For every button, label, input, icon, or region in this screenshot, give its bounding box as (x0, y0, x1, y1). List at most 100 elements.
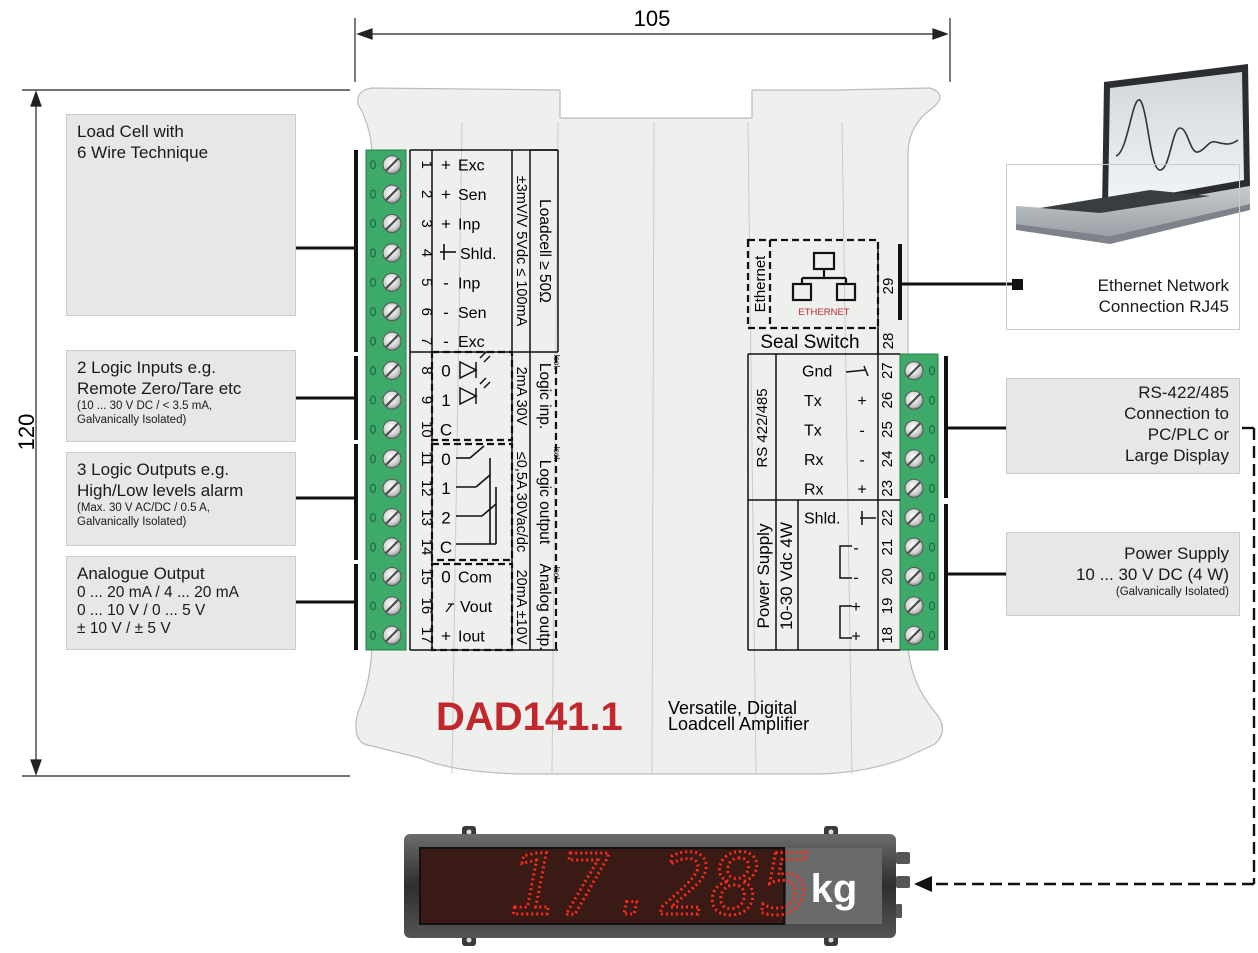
analogue-output-box: Analogue Output 0 ... 20 mA / 4 ... 20 m… (66, 556, 296, 650)
ethernet-box-title-2: Connection RJ45 (1098, 297, 1229, 316)
logic-inputs-note-1: (10 ... 30 V DC / < 3.5 mA, (77, 400, 213, 412)
large-display-unit: kg (811, 867, 858, 911)
left-terminal-screw (369, 184, 402, 204)
left-terminal-number: 3 (418, 219, 435, 227)
ethernet-vertical-label: Ethernet (752, 255, 769, 313)
left-terminal-sign: + (441, 185, 451, 204)
right-terminal-number: 25 (879, 421, 896, 438)
left-terminal-number: 10 (418, 421, 435, 438)
terminal-29-number: 29 (880, 278, 897, 295)
right-terminal-label: Rx (804, 452, 824, 469)
group-spec-text: ≤0,5A 30Vac/dc (513, 452, 529, 552)
right-terminal-sign: - (853, 570, 858, 587)
left-terminal-number: 4 (418, 249, 435, 257)
left-terminal-number: 15 (418, 568, 435, 585)
right-terminal-screw (904, 596, 936, 616)
left-terminal-label: Exc (458, 158, 485, 175)
right-terminal-number: 27 (879, 362, 896, 379)
power-group-label-2: 10-30 Vdc 4W (777, 522, 796, 630)
left-terminal-label: Sen (458, 187, 486, 204)
left-terminal-sign: 1 (441, 479, 450, 498)
left-terminal-screw (369, 302, 402, 322)
power-box-title-2: 10 ... 30 V DC (4 W) (1075, 565, 1229, 584)
rs485-box-title-2: Connection to (1124, 404, 1229, 423)
power-box: Power Supply 10 ... 30 V DC (4 W) (Galva… (1006, 532, 1240, 616)
group-name-text: Analog outp. (536, 563, 553, 650)
right-terminal-number: 23 (879, 480, 896, 497)
logic-inputs-title-2: Remote Zero/Tare etc (77, 379, 242, 398)
seal-switch-label: Seal Switch (760, 332, 859, 353)
left-terminal-label: Com (458, 569, 492, 586)
large-display (404, 826, 910, 946)
left-terminal-screw (369, 155, 402, 175)
group-name-text: Logic inp. (536, 363, 553, 429)
right-leader-lines (900, 282, 1016, 576)
logic-outputs-note-1: (Max. 30 V AC/DC / 0.5 A, (77, 502, 210, 514)
analogue-line-1: 0 ... 20 mA / 4 ... 20 mA (77, 584, 239, 601)
display-arrow-head (914, 876, 932, 892)
left-terminal-number: 9 (418, 396, 435, 404)
loadcell-box: Load Cell with 6 Wire Technique (66, 114, 296, 316)
right-terminal-label: Rx (804, 481, 824, 498)
logic-outputs-title-2: High/Low levels alarm (77, 481, 244, 500)
left-terminal-sign: 0 (441, 362, 450, 381)
right-terminal-sign: - (853, 540, 858, 557)
left-leader-lines (284, 246, 356, 604)
analog-output-icon (445, 603, 454, 613)
right-terminal-sign: + (851, 599, 860, 616)
height-dimension-label: 120 (14, 414, 39, 451)
logic-input-led-icon (459, 351, 491, 406)
right-terminal-screw (904, 361, 936, 381)
right-terminal-label: Gnd (802, 364, 832, 381)
width-dimension-label: 105 (634, 6, 671, 31)
left-terminal-sign: 0 (441, 450, 450, 469)
right-terminal-screw (904, 420, 936, 439)
left-dashed-groups (430, 350, 558, 652)
right-terminal-sign: + (851, 628, 860, 645)
left-terminal-number: 16 (418, 598, 435, 615)
analogue-line-3: ± 10 V / ± 5 V (77, 620, 171, 637)
right-terminal-screw (904, 390, 936, 410)
ethernet-box: Ethernet Network Connection RJ45 (1006, 164, 1240, 330)
group-isol-text: Isol. (552, 567, 561, 582)
left-terminal-screw (369, 449, 402, 469)
left-terminal-sign: + (441, 215, 451, 234)
left-terminal-sign: C (440, 538, 452, 557)
left-terminal-sign: - (443, 303, 449, 322)
device-model-name: DAD141.1 (436, 695, 623, 739)
right-terminal-screw (904, 508, 936, 528)
group-isol-text: Isol. (552, 355, 561, 370)
left-terminal-screw (369, 419, 402, 439)
left-terminal-number: 1 (418, 161, 435, 169)
group-spec-text: ±3mV/V 5Vdc ≤ 100mA (513, 176, 529, 327)
logic-output-contact-icon (456, 445, 497, 545)
group-name-text: Loadcell ≥ 50Ω (536, 199, 553, 303)
device-tagline-1: Versatile, Digital (668, 698, 797, 718)
right-terminal-screw (904, 478, 936, 498)
right-terminal-number: 24 (879, 451, 896, 468)
ethernet-icon-label: ETHERNET (798, 307, 849, 318)
logic-outputs-note-2: Galvanically Isolated) (77, 516, 187, 528)
left-terminal-screw (369, 596, 402, 616)
right-terminal-screw (904, 625, 936, 645)
right-terminal-sign: + (857, 393, 866, 410)
left-terminal-label: Inp (458, 275, 480, 292)
power-box-title-1: Power Supply (1124, 544, 1229, 563)
left-terminal-screw (369, 331, 402, 351)
left-terminal-label: Iout (458, 628, 485, 645)
left-terminal-label: Vout (460, 599, 493, 616)
right-terminal-number: 19 (879, 598, 896, 615)
left-terminal-screw (369, 272, 402, 292)
left-terminal-screw (369, 537, 402, 557)
left-terminal-screw (369, 508, 402, 528)
left-terminal-screw (369, 214, 402, 234)
left-terminal-sign: 0 (441, 567, 450, 586)
right-terminal-number: 21 (879, 539, 896, 556)
left-terminal-number: 14 (418, 539, 435, 556)
right-terminal-number: 20 (879, 568, 896, 585)
left-terminal-sign: + (441, 156, 451, 175)
group-name-text: Logic output (536, 460, 553, 545)
right-terminal-label: Shld. (804, 511, 840, 528)
